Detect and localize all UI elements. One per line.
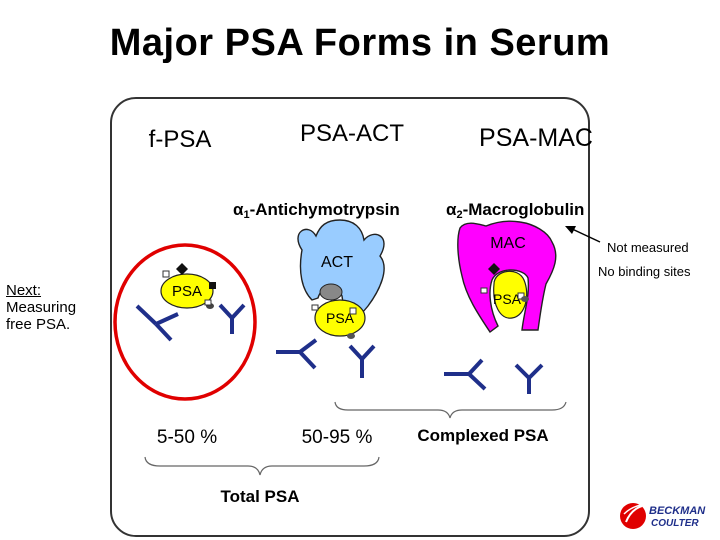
mac-psa-label: PSA [493, 291, 522, 307]
not-measured-arrow-line [569, 227, 601, 243]
free-psa-label: PSA [172, 283, 202, 300]
mac-complex [457, 220, 557, 334]
mac-complex-label: MAC [490, 235, 526, 252]
act-binding-site [319, 283, 343, 301]
bracket-complexed [334, 401, 567, 419]
free-psa-epitope-small-square [204, 299, 212, 306]
mac-antibody-right [514, 363, 544, 394]
mac-antibody-left [444, 358, 487, 391]
note-not-measured: Not measured [607, 240, 689, 255]
act-antibody-right [348, 344, 376, 378]
diagram-panel [110, 97, 590, 537]
page-title: Major PSA Forms in Serum [109, 22, 611, 64]
mac-epitope-diamond [488, 263, 500, 275]
act-epitope-square-right [349, 307, 357, 315]
mac-epitope-square-left [480, 287, 488, 294]
act-complex-label: ACT [321, 254, 353, 271]
heading-psa-mac: PSA-MAC [479, 124, 593, 152]
percentage-act: 50-95 % [302, 427, 373, 448]
free-antibody-right [218, 303, 246, 334]
heading-f-psa: f-PSA [149, 126, 212, 153]
logo-text-beckman: BECKMAN [649, 505, 706, 517]
side-note-line2: free PSA. [6, 316, 71, 333]
act-psa-label: PSA [326, 310, 355, 326]
side-note-next: Next: [6, 282, 42, 299]
side-note: Next: Measuring free PSA. [6, 282, 76, 333]
free-psa-epitope-square [162, 270, 170, 278]
logo-text-coulter: COULTER [651, 518, 699, 529]
mac-psa-molecule [493, 270, 528, 319]
label-complexed-psa: Complexed PSA [417, 426, 548, 445]
side-note-line1: Measuring [6, 299, 77, 316]
act-epitope-square-left [311, 304, 319, 311]
free-psa-epitope-dark-square [209, 282, 216, 289]
note-no-binding-sites: No binding sites [598, 264, 691, 279]
label-total-psa: Total PSA [220, 487, 299, 506]
act-epitope-dot [347, 333, 355, 339]
label-alpha1-antichymotrypsin: α1-Antichymotrypsin [233, 200, 400, 221]
mac-epitope-dot [521, 296, 529, 302]
logo-mark [620, 503, 646, 529]
act-antibody-left [276, 338, 318, 370]
bracket-total [144, 456, 380, 476]
percentage-free: 5-50 % [157, 427, 217, 448]
free-psa-epitope-diamond [176, 263, 188, 275]
free-psa-highlight-circle [113, 243, 257, 401]
label-alpha2-macroglobulin: α2-Macroglobulin [446, 200, 584, 221]
not-measured-arrow-head [565, 226, 576, 234]
free-psa-molecule [160, 273, 214, 309]
free-antibody-left [135, 304, 179, 342]
heading-psa-act: PSA-ACT [300, 120, 404, 147]
beckman-coulter-logo: BECKMAN COULTER [620, 503, 706, 529]
